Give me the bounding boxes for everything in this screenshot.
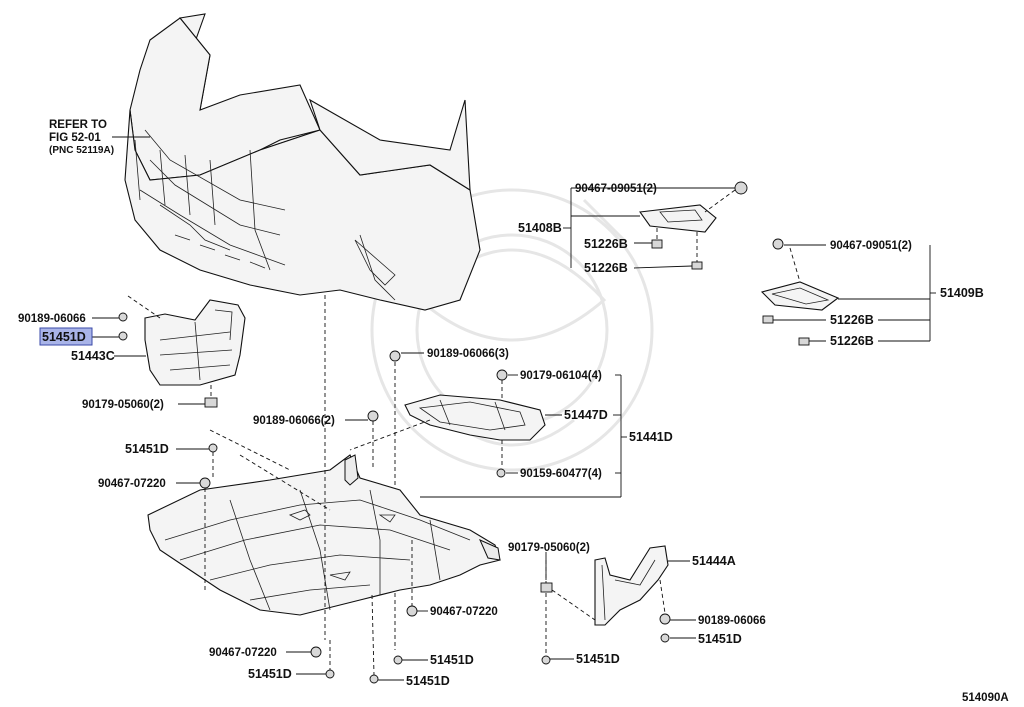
bolt-51451D-right[interactable] [660, 633, 670, 643]
bolt-51451D-bottom-mid1[interactable] [393, 655, 403, 665]
bolt-90189-06066-right[interactable] [659, 613, 671, 625]
label-51408B[interactable]: 51408B [518, 221, 562, 235]
label-51451D-bottom-mid2[interactable]: 51451D [406, 674, 450, 688]
screw-90467-09051-right[interactable] [772, 238, 784, 250]
clip-51226B-a[interactable] [651, 239, 663, 249]
clip-90179-06104[interactable] [496, 369, 508, 381]
bolt-90467-07220-left[interactable] [199, 477, 211, 489]
clip-51226B-b[interactable] [691, 261, 703, 270]
label-90467-09051-top[interactable]: 90467-09051(2) [575, 183, 657, 195]
clip-90179-05060-left[interactable] [204, 397, 218, 408]
diagram-code: 514090A [962, 692, 1009, 704]
label-90189-06066-left[interactable]: 90189-06066 [18, 313, 86, 325]
bolt-51451D-bottom-right[interactable] [541, 655, 551, 665]
label-51409B[interactable]: 51409B [940, 286, 984, 300]
bolt-90467-07220-bottom[interactable] [310, 646, 322, 658]
screw-90467-09051-top[interactable] [734, 181, 748, 195]
label-51226B-c[interactable]: 51226B [830, 313, 874, 327]
bolt-51451D-left[interactable] [208, 443, 218, 453]
label-90159-60477[interactable]: 90159-60477(4) [520, 468, 602, 480]
bracket-51409B[interactable] [760, 238, 840, 346]
bracket-51408B[interactable] [639, 181, 748, 270]
label-90467-07220-mid[interactable]: 90467-07220 [430, 606, 498, 618]
refer-note-line1: REFER TO [49, 119, 107, 131]
label-51226B-d[interactable]: 51226B [830, 334, 874, 348]
clip-51226B-c[interactable] [762, 315, 774, 324]
refer-note-line3: (PNC 52119A) [49, 145, 114, 156]
label-51451D-bottom-mid1[interactable]: 51451D [430, 653, 474, 667]
clip-51226B-d[interactable] [798, 337, 810, 346]
label-90179-05060-right[interactable]: 90179-05060(2) [508, 542, 590, 554]
refer-note-line2: FIG 52-01 [49, 132, 101, 144]
label-51451D-bottom-left[interactable]: 51451D [248, 667, 292, 681]
label-90467-07220-bottom[interactable]: 90467-07220 [209, 647, 277, 659]
bolt-90189-06066-left[interactable] [118, 312, 128, 322]
bracket-51444A[interactable] [540, 545, 671, 665]
label-90189-06066-2[interactable]: 90189-06066(2) [253, 415, 335, 427]
label-51226B-a[interactable]: 51226B [584, 237, 628, 251]
bolt-90467-07220-mid[interactable] [406, 605, 418, 617]
bolt-51451D-top-left[interactable] [118, 331, 128, 341]
label-51451D-left[interactable]: 51451D [125, 442, 169, 456]
front-bumper-cover[interactable] [124, 13, 481, 311]
cover-51447D[interactable] [389, 350, 546, 478]
label-90467-09051-right[interactable]: 90467-09051(2) [830, 240, 912, 252]
screw-90159-60477[interactable] [496, 468, 506, 478]
clip-90179-05060-right[interactable] [540, 582, 553, 593]
label-90179-06104[interactable]: 90179-06104(4) [520, 370, 602, 382]
label-51451D-bottom-right[interactable]: 51451D [576, 652, 620, 666]
label-90467-07220-left[interactable]: 90467-07220 [98, 478, 166, 490]
highlight-51451D[interactable] [39, 327, 93, 346]
bracket-51443C[interactable] [118, 299, 246, 408]
label-51447D[interactable]: 51447D [564, 408, 608, 422]
label-51451D-right[interactable]: 51451D [698, 632, 742, 646]
bolt-51451D-bottom-mid2[interactable] [369, 674, 379, 684]
label-51451D-highlight[interactable]: 51451D [42, 330, 86, 344]
label-90189-06066-3[interactable]: 90189-06066(3) [427, 348, 509, 360]
label-51441D[interactable]: 51441D [629, 430, 673, 444]
label-51443C[interactable]: 51443C [71, 349, 115, 363]
label-90189-06066-right[interactable]: 90189-06066 [698, 615, 766, 627]
bolt-51451D-bottom-left[interactable] [325, 669, 335, 679]
label-90179-05060-left[interactable]: 90179-05060(2) [82, 399, 164, 411]
label-51444A[interactable]: 51444A [692, 554, 736, 568]
label-51226B-b[interactable]: 51226B [584, 261, 628, 275]
bolt-90189-06066-2[interactable] [367, 410, 379, 422]
bolt-90189-06066-3[interactable] [389, 350, 401, 362]
engine-under-cover[interactable] [147, 410, 501, 684]
